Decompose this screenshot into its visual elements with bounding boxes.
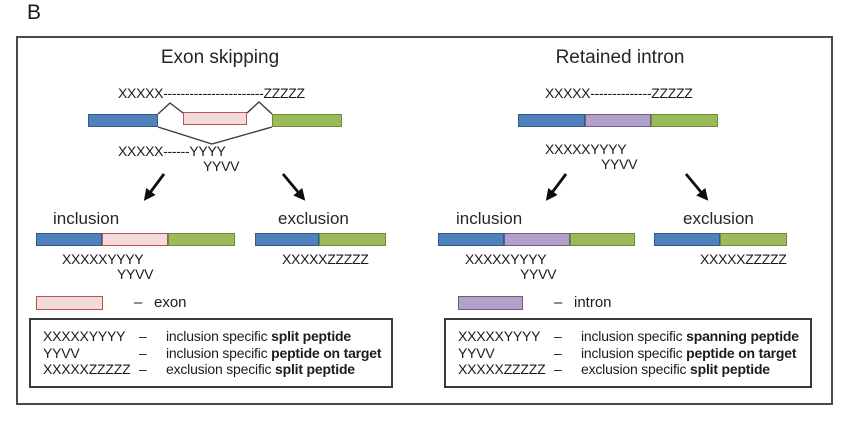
- inclusion-downstream-exon-segment: [168, 233, 235, 246]
- exclusion-upstream-exon-segment: [255, 233, 319, 246]
- retained-intron-exclusion-peptide: XXXXXZZZZZ: [700, 251, 787, 267]
- retained-intron-pre-mrna-bar: [518, 114, 718, 127]
- legend-row: XXXXXZZZZZ– exclusion specific split pept…: [43, 361, 385, 378]
- inclusion-upstream-exon-segment: [36, 233, 102, 246]
- exon-skipping-exclusion-isoform-bar: [255, 233, 386, 246]
- exon-skipping-pre-mrna-peptides: XXXXX-----------------------ZZZZZ: [118, 85, 305, 101]
- exon-skipping-peptide-legend-box: XXXXXYYYY–inclusion specific split pepti…: [29, 318, 393, 388]
- legend-row: XXXXXYYYY– inclusion specific split pepti…: [43, 328, 385, 345]
- legend-dash: –: [554, 344, 562, 361]
- exon-skipping-alternative-exon: [183, 112, 247, 125]
- exclusion-downstream-exon-segment: [720, 233, 787, 246]
- retained-intron-junction-peptide-line1: XXXXXYYYY: [545, 141, 627, 157]
- exon-skipping-exclusion-label: exclusion: [278, 209, 349, 228]
- retained-intron-junction-peptide-line2: YYVV: [601, 156, 638, 172]
- exon-legend-dash: –: [134, 294, 143, 311]
- exclusion-downstream-exon-segment: [319, 233, 386, 246]
- exon-skipping-downstream-exon: [272, 114, 342, 127]
- legend-dash: –: [139, 344, 147, 361]
- peptide-description: inclusion specific split peptide: [166, 328, 351, 344]
- retained-intron-inclusion-label: inclusion: [456, 209, 523, 228]
- intron-legend-label: intron: [574, 294, 612, 311]
- peptide-description: exclusion specific split peptide: [581, 361, 770, 377]
- intron-legend-swatch: [458, 296, 523, 310]
- legend-dash: –: [139, 328, 147, 344]
- peptide-code: XXXXXYYYY: [458, 328, 541, 344]
- peptide-code: XXXXXZZZZZ: [458, 361, 546, 377]
- figure-border-box: [16, 36, 833, 405]
- exon-skipping-junction-peptide-line1: XXXXX------YYYY: [118, 143, 226, 159]
- downstream-exon-segment: [651, 114, 718, 127]
- legend-row: XXXXXYYYY– inclusion specific spanning pe…: [458, 328, 804, 345]
- peptide-description: exclusion specific split peptide: [166, 361, 355, 377]
- exon-skipping-upstream-exon: [88, 114, 158, 127]
- legend-dash: –: [139, 361, 147, 377]
- inclusion-upstream-exon-segment: [438, 233, 504, 246]
- exon-skipping-inclusion-peptide-line2: YYVV: [117, 266, 154, 282]
- figure-panel-letter: B: [27, 1, 42, 24]
- peptide-code: XXXXXZZZZZ: [43, 361, 131, 377]
- inclusion-downstream-exon-segment: [570, 233, 635, 246]
- peptide-code: YYVV: [458, 344, 495, 361]
- legend-dash: –: [554, 328, 562, 344]
- exon-skipping-title: Exon skipping: [160, 47, 280, 68]
- peptide-description: inclusion specific peptide on target: [166, 344, 382, 361]
- exon-legend-swatch: [36, 296, 103, 310]
- retained-intron-title: Retained intron: [555, 47, 685, 68]
- peptide-description: inclusion specific spanning peptide: [581, 328, 799, 344]
- retained-intron-exclusion-label: exclusion: [683, 209, 754, 228]
- legend-row: YYVV – inclusion specific peptide on targe…: [458, 345, 804, 362]
- exclusion-upstream-exon-segment: [654, 233, 720, 246]
- retained-intron-exclusion-isoform-bar: [654, 233, 787, 246]
- peptide-code: XXXXXYYYY: [43, 328, 126, 344]
- retained-intron-segment: [585, 114, 651, 127]
- exon-legend-label: exon: [154, 294, 187, 311]
- inclusion-alternative-exon-segment: [102, 233, 168, 246]
- retained-intron-pre-mrna-peptides: XXXXX--------------ZZZZZ: [545, 85, 693, 101]
- retained-intron-inclusion-peptide-line1: XXXXXYYYY: [465, 251, 547, 267]
- legend-dash: –: [554, 361, 562, 377]
- inclusion-intron-segment: [504, 233, 570, 246]
- exon-skipping-exclusion-peptide: XXXXXZZZZZ: [282, 251, 369, 267]
- legend-row: YYVV – inclusion specific peptide on targe…: [43, 345, 385, 362]
- exon-skipping-junction-peptide-line2: YYVV: [203, 158, 240, 174]
- exon-skipping-inclusion-isoform-bar: [36, 233, 235, 246]
- retained-intron-inclusion-peptide-line2: YYVV: [520, 266, 557, 282]
- peptide-code: YYVV: [43, 344, 80, 361]
- exon-skipping-inclusion-label: inclusion: [53, 209, 120, 228]
- exon-skipping-inclusion-peptide-line1: XXXXXYYYY: [62, 251, 144, 267]
- retained-intron-inclusion-isoform-bar: [438, 233, 635, 246]
- intron-legend-dash: –: [554, 294, 563, 311]
- upstream-exon-segment: [518, 114, 585, 127]
- legend-row: XXXXXZZZZZ– exclusion specific split pept…: [458, 361, 804, 378]
- peptide-description: inclusion specific peptide on target: [581, 344, 797, 361]
- retained-intron-peptide-legend-box: XXXXXYYYY–inclusion specific spanning pe…: [444, 318, 812, 388]
